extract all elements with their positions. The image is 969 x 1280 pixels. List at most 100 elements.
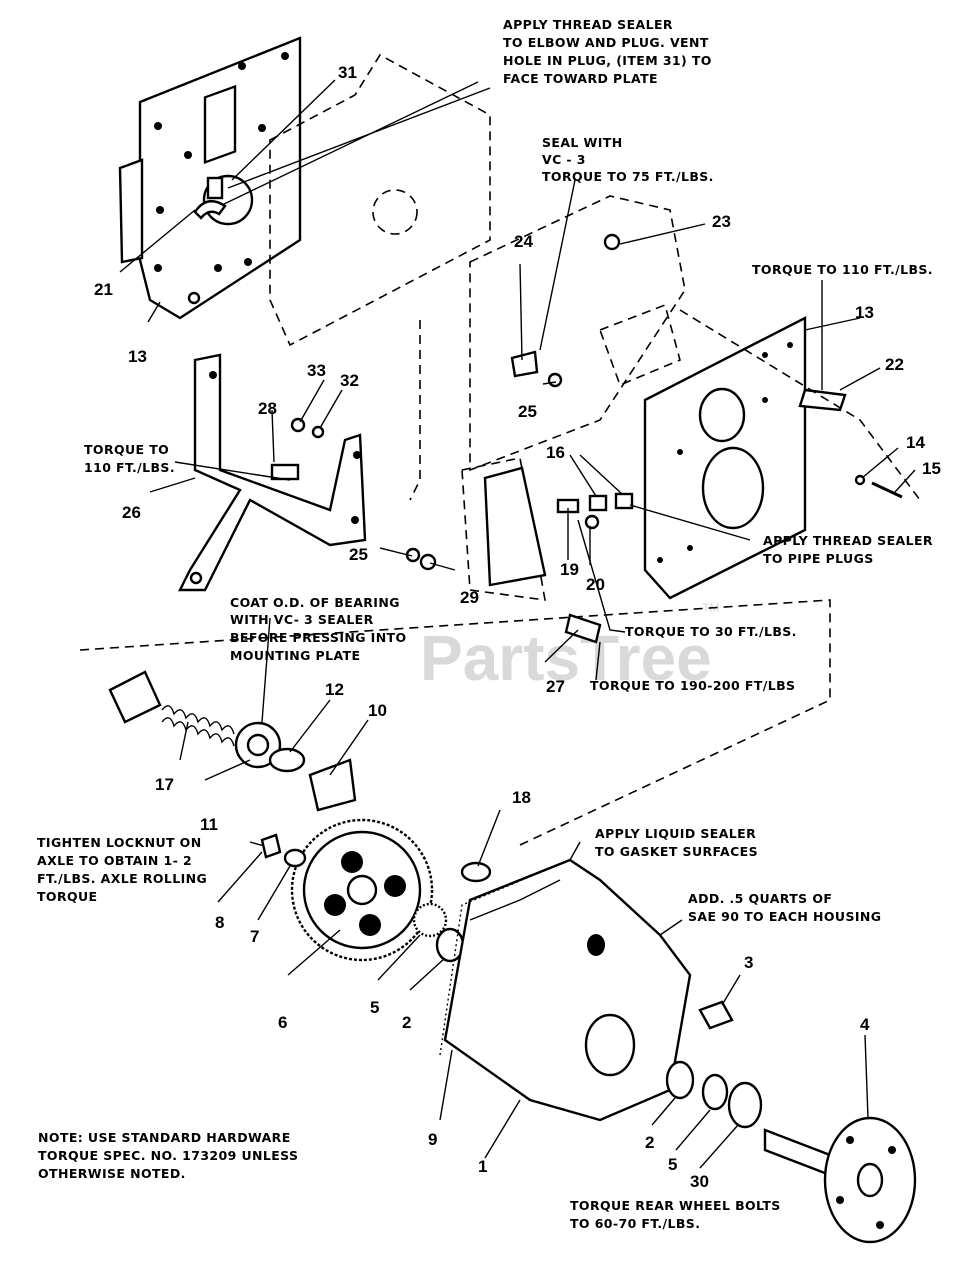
pipe-plug-16a xyxy=(588,494,608,512)
pipe-plug-16b xyxy=(614,492,634,510)
centerline-b xyxy=(79,599,831,846)
callout-25-lower: 25 xyxy=(349,545,368,564)
note-seal-vc3: SEAL WITH VC - 3 TORQUE TO 75 FT./LBS. xyxy=(542,135,714,184)
note-torque-190-200: TORQUE TO 190-200 FT/LBS xyxy=(590,678,795,693)
svg-text:TORQUE SPEC. NO. 173209 UNLESS: TORQUE SPEC. NO. 173209 UNLESS xyxy=(38,1148,298,1163)
spring-seat xyxy=(108,670,162,724)
bolt-22 xyxy=(798,388,847,412)
note-thread-sealer-elbow: APPLY THREAD SEALER TO ELBOW AND PLUG. V… xyxy=(503,17,711,86)
callout-21: 21 xyxy=(94,280,113,299)
svg-text:TIGHTEN LOCKNUT ON: TIGHTEN LOCKNUT ON xyxy=(37,835,202,850)
svg-text:VC - 3: VC - 3 xyxy=(542,152,586,167)
callout-5-lower: 5 xyxy=(668,1155,677,1174)
svg-text:OTHERWISE NOTED.: OTHERWISE NOTED. xyxy=(38,1166,186,1181)
watermark-text: PartsTree xyxy=(420,622,712,694)
nut-33 xyxy=(290,417,306,433)
gasket-9 xyxy=(439,859,571,1056)
callout-numbers: 31 21 13 24 23 13 22 33 32 28 26 25 16 1… xyxy=(94,63,941,1191)
washer-25-upper xyxy=(547,372,563,388)
bearing-30 xyxy=(727,1081,763,1129)
svg-text:AXLE TO OBTAIN 1- 2: AXLE TO OBTAIN 1- 2 xyxy=(37,853,192,868)
svg-text:APPLY THREAD SEALER: APPLY THREAD SEALER xyxy=(763,533,933,548)
callout-12: 12 xyxy=(325,680,344,699)
svg-text:TORQUE TO 75 FT./LBS.: TORQUE TO 75 FT./LBS. xyxy=(542,169,714,184)
note-standard-hardware: NOTE: USE STANDARD HARDWARE TORQUE SPEC.… xyxy=(38,1130,298,1181)
mounting-plate-right xyxy=(643,316,807,600)
callout-32: 32 xyxy=(340,371,359,390)
callout-3: 3 xyxy=(744,953,753,972)
note-torque-110-left: TORQUE TO 110 FT./LBS. xyxy=(84,442,175,475)
svg-text:APPLY THREAD SEALER: APPLY THREAD SEALER xyxy=(503,17,673,32)
washer-5-lower xyxy=(701,1073,729,1111)
svg-text:BEFORE PRESSING INTO: BEFORE PRESSING INTO xyxy=(230,630,407,645)
note-wheel-bolts: TORQUE REAR WHEEL BOLTS TO 60-70 FT./LBS… xyxy=(570,1198,780,1231)
callout-8: 8 xyxy=(215,913,224,932)
callout-23: 23 xyxy=(712,212,731,231)
svg-text:FACE TOWARD PLATE: FACE TOWARD PLATE xyxy=(503,71,658,86)
note-liquid-sealer: APPLY LIQUID SEALER TO GASKET SURFACES xyxy=(595,826,758,859)
locknut-8 xyxy=(260,833,282,859)
callout-18: 18 xyxy=(512,788,531,807)
svg-text:TO 60-70 FT./LBS.: TO 60-70 FT./LBS. xyxy=(570,1216,700,1231)
spring-17 xyxy=(161,705,235,747)
leader-lines xyxy=(119,79,916,1169)
spacer-block xyxy=(483,466,547,587)
callout-7: 7 xyxy=(250,927,259,946)
nut-29 xyxy=(419,553,437,571)
note-torque-110-right: TORQUE TO 110 FT./LBS. xyxy=(752,262,933,277)
callout-20: 20 xyxy=(586,575,605,594)
centerline-c xyxy=(679,309,921,501)
svg-text:TO PIPE PLUGS: TO PIPE PLUGS xyxy=(763,551,874,566)
note-thread-sealer-pipe-plugs: APPLY THREAD SEALER TO PIPE PLUGS xyxy=(763,533,933,566)
mounting-plate-left xyxy=(118,36,302,320)
washer-32 xyxy=(311,425,325,439)
washer-7 xyxy=(283,848,307,868)
callout-11: 11 xyxy=(200,815,218,834)
callout-10: 10 xyxy=(368,701,387,720)
svg-text:TO ELBOW AND PLUG. VENT: TO ELBOW AND PLUG. VENT xyxy=(503,35,709,50)
callout-13-right: 13 xyxy=(855,303,874,322)
washer-18 xyxy=(460,861,492,883)
callout-15: 15 xyxy=(922,459,941,478)
bushing-3 xyxy=(698,1000,734,1030)
note-coat-bearing: COAT O.D. OF BEARING WITH VC- 3 SEALER B… xyxy=(230,595,407,663)
svg-text:ADD. .5 QUARTS OF: ADD. .5 QUARTS OF xyxy=(688,891,832,906)
callout-13-left: 13 xyxy=(128,347,147,366)
callout-4: 4 xyxy=(860,1015,870,1034)
gasket-right xyxy=(469,195,686,472)
bolt-24 xyxy=(510,350,539,378)
callout-29: 29 xyxy=(460,588,479,607)
svg-text:MOUNTING PLATE: MOUNTING PLATE xyxy=(230,648,360,663)
svg-text:WITH VC- 3 SEALER: WITH VC- 3 SEALER xyxy=(230,612,374,627)
note-torque-30: TORQUE TO 30 FT./LBS. xyxy=(625,624,797,639)
svg-text:TORQUE TO: TORQUE TO xyxy=(84,442,169,457)
svg-text:APPLY LIQUID SEALER: APPLY LIQUID SEALER xyxy=(595,826,756,841)
callout-22: 22 xyxy=(885,355,904,374)
svg-text:110 FT./LBS.: 110 FT./LBS. xyxy=(84,460,175,475)
bolt-27 xyxy=(564,613,602,644)
axle-bracket xyxy=(178,353,367,592)
svg-text:TORQUE: TORQUE xyxy=(37,889,98,904)
gasket-left xyxy=(269,53,491,347)
callout-16: 16 xyxy=(546,443,565,462)
centerline-a xyxy=(409,320,421,501)
callout-27: 27 xyxy=(546,677,565,696)
svg-text:NOTE: USE STANDARD HARDWARE: NOTE: USE STANDARD HARDWARE xyxy=(38,1130,291,1145)
roll-pin-15 xyxy=(871,481,903,499)
svg-text:SEAL WITH: SEAL WITH xyxy=(542,135,623,150)
callout-25-upper: 25 xyxy=(518,402,537,421)
callout-31: 31 xyxy=(338,63,357,82)
pinion-shaft-10 xyxy=(308,758,357,812)
callout-14: 14 xyxy=(906,433,925,452)
housing-1 xyxy=(443,858,692,1122)
spacer-block-dashed xyxy=(461,457,546,601)
note-locknut: TIGHTEN LOCKNUT ON AXLE TO OBTAIN 1- 2 F… xyxy=(37,835,207,904)
callout-28: 28 xyxy=(258,399,277,418)
callout-26: 26 xyxy=(122,503,141,522)
bolt-28 xyxy=(270,463,300,481)
svg-text:SAE 90 TO EACH HOUSING: SAE 90 TO EACH HOUSING xyxy=(688,909,881,924)
pinion-5 xyxy=(412,902,448,938)
callout-1: 1 xyxy=(478,1157,487,1176)
svg-text:FT./LBS. AXLE ROLLING: FT./LBS. AXLE ROLLING xyxy=(37,871,207,886)
